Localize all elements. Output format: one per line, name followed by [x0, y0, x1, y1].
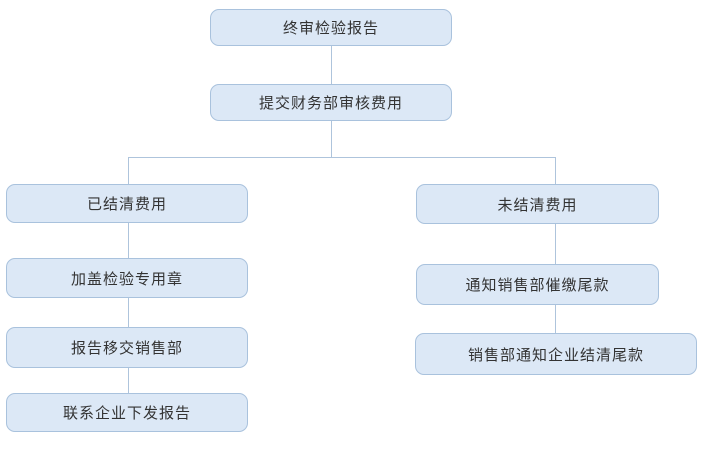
connector-settled-to-stamp — [128, 223, 129, 258]
node-label: 提交财务部审核费用 — [258, 95, 403, 112]
node-fees-settled: 已结清费用 — [6, 184, 248, 223]
node-fees-unsettled: 未结清费用 — [416, 184, 659, 224]
node-label: 报告移交销售部 — [70, 340, 183, 357]
node-label: 通知销售部催缴尾款 — [465, 277, 610, 294]
node-contact-enterprise-issue-report: 联系企业下发报告 — [6, 393, 248, 432]
node-report-transfer-sales-dept: 报告移交销售部 — [6, 327, 248, 368]
connector-submit-finance-down-stem — [331, 121, 332, 157]
connector-notify-sales-to-sales-notify — [555, 305, 556, 333]
node-stamp-inspection-seal: 加盖检验专用章 — [6, 258, 248, 298]
node-notify-sales-collect-balance: 通知销售部催缴尾款 — [416, 264, 659, 305]
node-label: 未结清费用 — [497, 196, 578, 214]
connector-branch-to-fees-settled — [128, 157, 129, 184]
node-sales-notify-enterprise-settle: 销售部通知企业结清尾款 — [415, 333, 697, 375]
connector-stamp-to-transfer-sales — [128, 298, 129, 327]
node-label: 加盖检验专用章 — [70, 270, 183, 288]
connector-unsettled-to-notify-sales — [555, 224, 556, 264]
connector-transfer-sales-to-contact — [128, 368, 129, 393]
node-final-inspection-report: 终审检验报告 — [210, 9, 452, 46]
node-label: 联系企业下发报告 — [62, 405, 191, 422]
node-label: 终审检验报告 — [282, 20, 379, 37]
node-label: 已结清费用 — [86, 196, 167, 213]
node-label: 销售部通知企业结清尾款 — [467, 346, 644, 364]
connector-branch-horizontal — [128, 157, 556, 158]
node-submit-finance-review-fees: 提交财务部审核费用 — [210, 84, 452, 121]
connector-final-report-to-submit-finance — [331, 46, 332, 84]
connector-branch-to-fees-unsettled — [555, 157, 556, 184]
